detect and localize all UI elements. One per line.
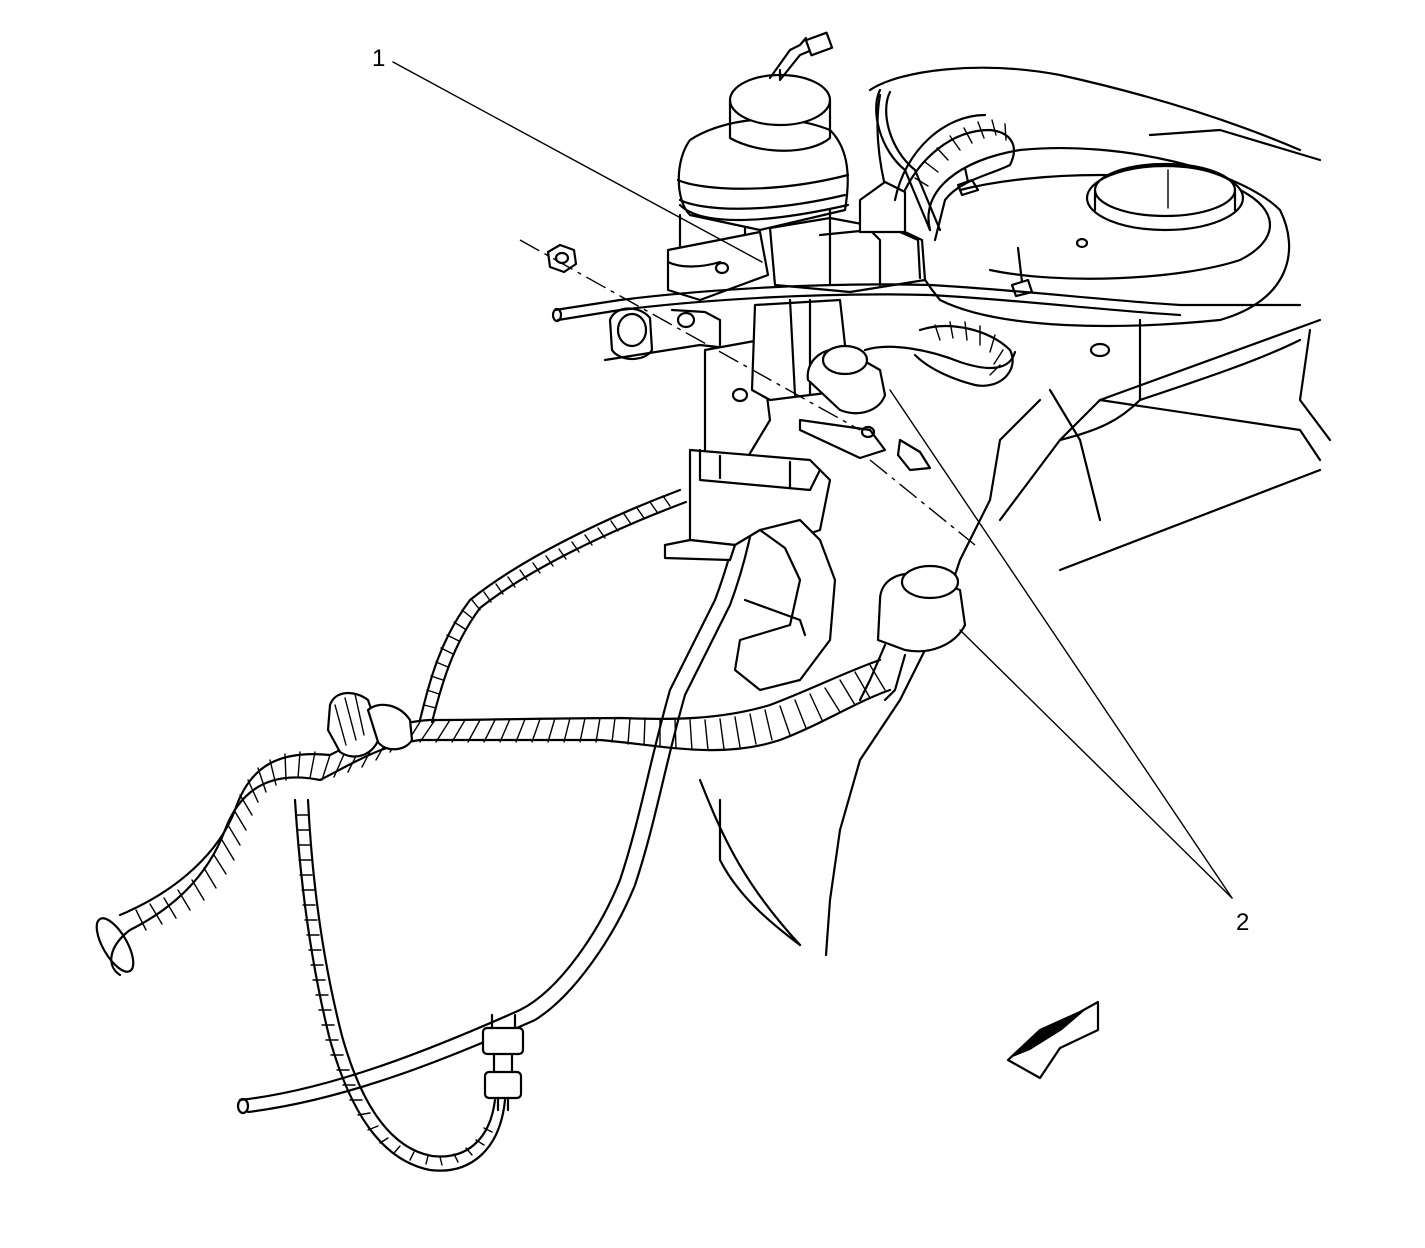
front-direction-arrow-icon xyxy=(1006,1000,1100,1080)
brake-lines xyxy=(236,88,1302,1115)
pressure-switch-lower xyxy=(858,564,967,702)
harness-connector xyxy=(326,692,414,758)
brake-fluid-reservoir xyxy=(676,31,850,264)
callout-2-label: 2 xyxy=(1236,909,1249,936)
assembly-centerline xyxy=(519,239,861,431)
callout-1-label: 1 xyxy=(372,45,385,72)
pressure-switch-upper xyxy=(798,344,1017,472)
brake-hose-fitting xyxy=(481,1013,525,1112)
callout-2-leader-a xyxy=(889,389,1233,899)
wiring-harness xyxy=(95,113,1016,1172)
callout-1-leader xyxy=(392,61,763,263)
assembly-centerline-lower xyxy=(869,459,976,546)
callout-2-leader-b xyxy=(959,629,1233,899)
retaining-nut xyxy=(546,243,578,274)
master-cylinder xyxy=(603,230,772,472)
body-panel xyxy=(698,66,1332,957)
brake-hose-bracket xyxy=(663,448,837,692)
